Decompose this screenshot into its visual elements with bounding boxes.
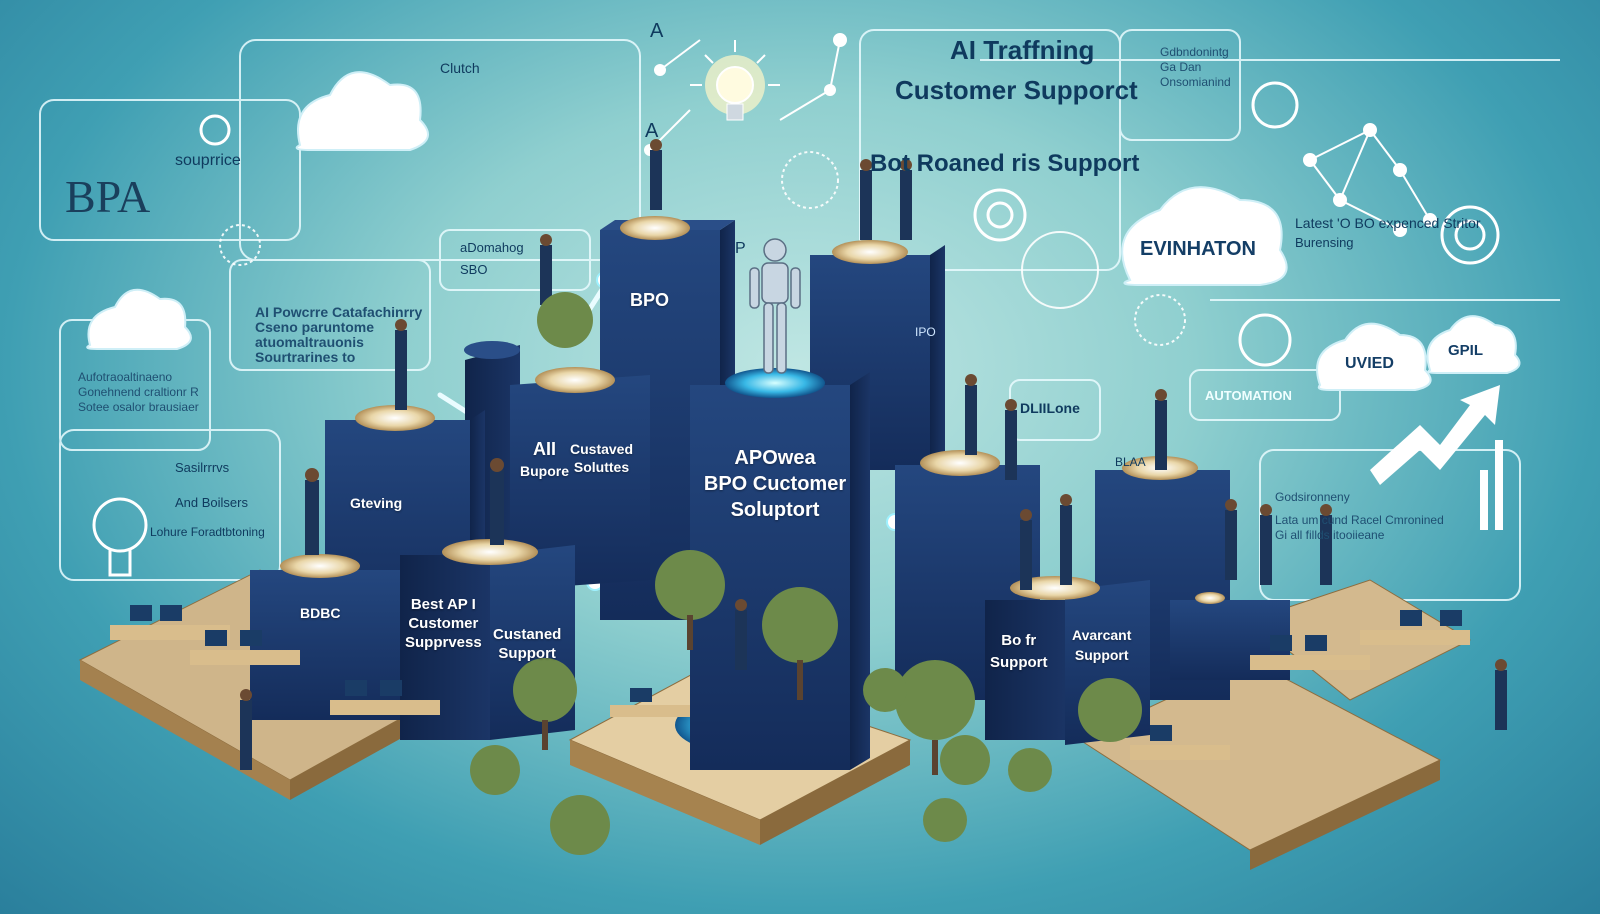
best-ai-tower-text: Best AP I Customer Supprvess bbox=[405, 596, 482, 651]
trees bbox=[470, 292, 1142, 855]
tower-bbbc bbox=[250, 554, 400, 720]
a-letter-1: A bbox=[650, 20, 664, 42]
latest-bo-label: Latest 'O BO expenced Stritor bbox=[1295, 215, 1481, 231]
clutch-label: Clutch bbox=[440, 60, 480, 76]
lohure-label: Lohure Foradtbtoning bbox=[150, 525, 265, 539]
gdeving-label: Gteving bbox=[350, 495, 403, 511]
trend-arrow-icon bbox=[1370, 385, 1503, 530]
gpil-label: GPIL bbox=[1448, 342, 1484, 359]
gear-icon bbox=[199, 81, 1500, 367]
office-desks bbox=[110, 605, 1470, 760]
soupnice-label: souprrice bbox=[175, 152, 241, 169]
tower-customized-solutions bbox=[510, 367, 650, 590]
lightbulb-outline-icon bbox=[92, 497, 148, 577]
tower-bo-fr bbox=[985, 600, 1070, 740]
customized-support-tower-text: Custaned Support bbox=[493, 626, 562, 662]
ai-chip-icon bbox=[219, 151, 1186, 346]
dpa-panel-text: AI Powcrre Catafachinrry Cseno paruntome… bbox=[255, 304, 423, 365]
left-panel-text: Aufotraoaltinaeno Gonehnend craltionr R … bbox=[78, 370, 199, 414]
bpo-tower-label: BPO bbox=[630, 290, 670, 310]
top-right-panel-text: Gdbndonintg Ga Dan Onsomianind bbox=[1160, 45, 1231, 89]
automation-label: AUTOMATION bbox=[1205, 388, 1292, 403]
customer-support-heading: Customer Supporct bbox=[895, 75, 1138, 105]
sasirevenes-label: Sasilrrrvs bbox=[175, 460, 230, 475]
main-tower-text: APOwea BPO Cuctomer Soluptort bbox=[703, 447, 847, 521]
bot-roaned-heading: Bot Roaned ris Support bbox=[870, 150, 1140, 177]
bottom-right-panel-text: Godsironneny Lata um cund Racel Cmronine… bbox=[1275, 490, 1444, 542]
bpa-heading: BPA bbox=[65, 171, 151, 222]
tower-best-ai bbox=[400, 555, 490, 740]
and-boiltes-label: And Boilsers bbox=[175, 495, 248, 510]
robot-figure bbox=[749, 238, 801, 374]
a-letter-2: A bbox=[645, 120, 659, 142]
bbbc-tower-text: BDBC bbox=[300, 605, 341, 621]
uvied-label: UVIED bbox=[1345, 355, 1394, 372]
network-graph-icon bbox=[644, 33, 1437, 237]
dlilone-label: DLIILone bbox=[1020, 400, 1080, 416]
ipo-label: IPO bbox=[915, 325, 936, 339]
bo-fr-tower-text: Bo fr Support bbox=[990, 632, 1048, 671]
eviination-label: EVINHATON bbox=[1140, 238, 1256, 260]
avarcant-tower-text: Avarcant Support bbox=[1072, 627, 1132, 663]
lightbulb-icon bbox=[690, 40, 780, 121]
tower-main bbox=[690, 368, 870, 770]
p-letter: P bbox=[735, 240, 746, 257]
customized-solutions-tower-text: Custaved Soluttes bbox=[570, 441, 634, 475]
ai-trafning-heading: AI Traffning bbox=[950, 35, 1095, 65]
people-figures bbox=[240, 139, 1507, 770]
hud-panels bbox=[39, 29, 1560, 601]
bo-subtitle-label: Burensing bbox=[1295, 235, 1354, 250]
sbo-label: SBO bbox=[460, 262, 488, 277]
cloud-icon bbox=[86, 71, 1521, 391]
blaa-label: BLAA bbox=[1115, 455, 1146, 469]
bpamindg-label: aDomahog bbox=[460, 240, 524, 255]
ai-support-tower-text: AII Bupore bbox=[520, 439, 569, 479]
